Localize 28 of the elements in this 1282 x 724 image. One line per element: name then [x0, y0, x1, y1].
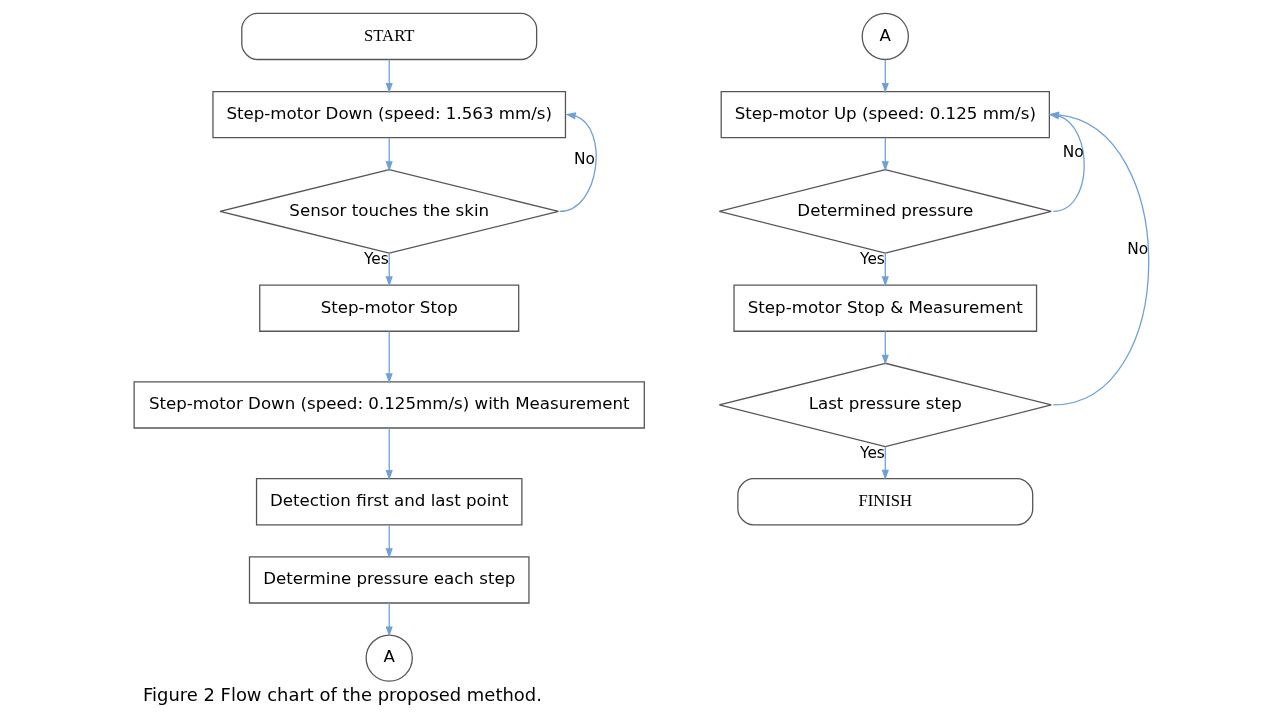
- node-box: Step-motor Up (speed: 0.125 mm/s): [720, 90, 1050, 139]
- node-circle: A: [861, 12, 909, 61]
- arrow: [881, 446, 889, 481]
- arrow: [385, 524, 393, 559]
- node-box: Step-motor Stop: [258, 284, 519, 332]
- edge-label: No: [573, 149, 595, 168]
- node-box: Detection first and last point: [255, 478, 522, 526]
- arrow: [881, 58, 889, 94]
- edge-label: No: [1126, 240, 1148, 259]
- arrow: [881, 137, 889, 172]
- node-box: Step-motor Down (speed: 0.125mm/s) with Measurement: [133, 381, 645, 429]
- arrow: [385, 602, 393, 637]
- arrow: [881, 330, 889, 365]
- node-box: Determine pressure each step: [248, 556, 530, 604]
- arrow: [385, 427, 393, 481]
- node-box: Step-motor Down (speed: 1.563 mm/s): [211, 90, 566, 139]
- arrow: [385, 330, 393, 384]
- arrow: [385, 137, 393, 172]
- arrow: [385, 252, 393, 287]
- edge-label: No: [1062, 143, 1084, 162]
- arrow: [385, 58, 393, 94]
- node-box: Step-motor Stop & Measurement: [732, 284, 1037, 332]
- arrow: [881, 252, 889, 287]
- node-box: FINISH: [736, 478, 1033, 526]
- node-circle: A: [365, 634, 413, 682]
- arrow: [558, 112, 597, 212]
- node-box: START: [240, 12, 537, 61]
- caption: Figure 2 Flow chart of the proposed method.: [142, 683, 542, 705]
